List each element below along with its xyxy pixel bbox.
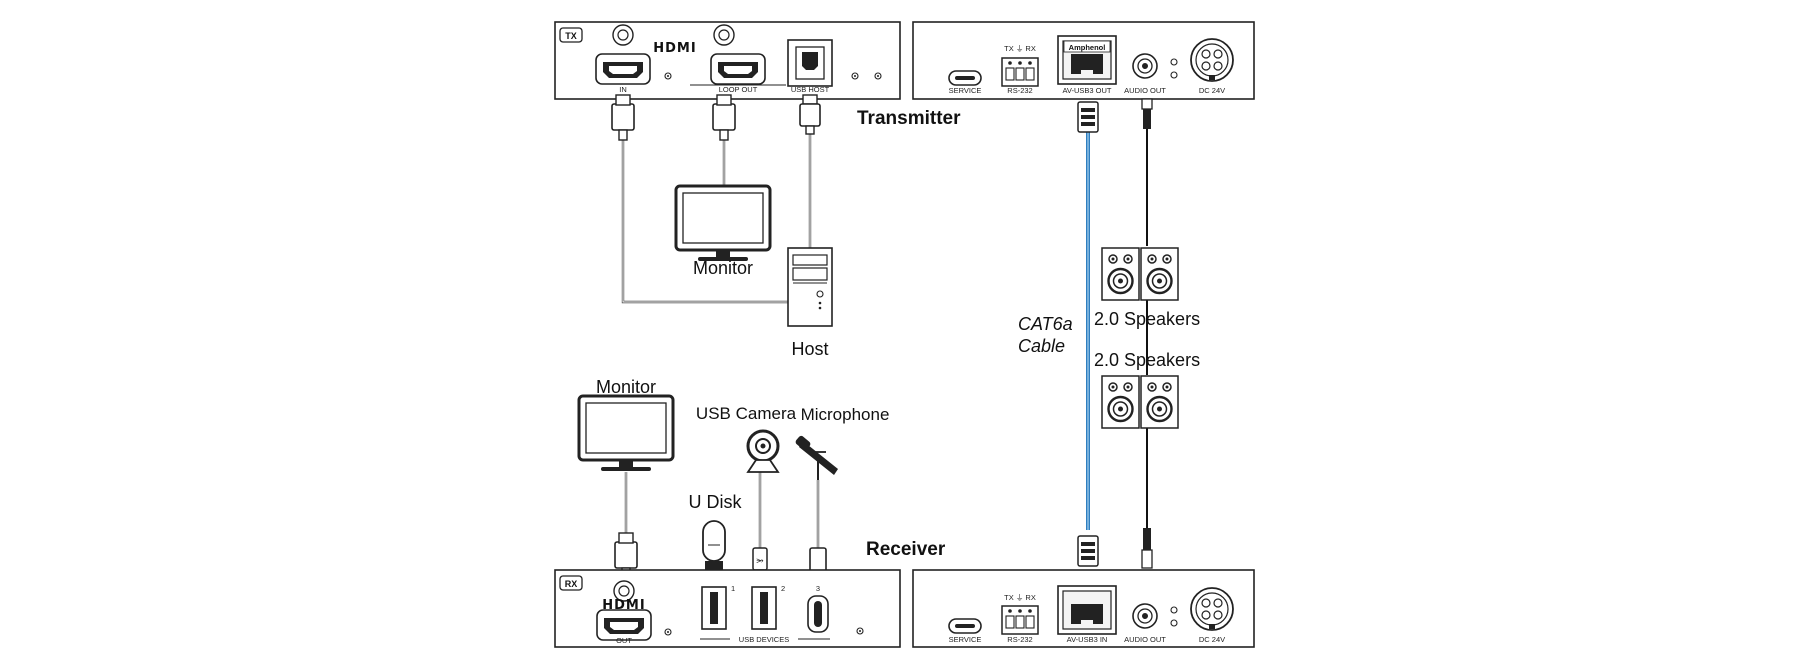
tx-badge: TX [565, 31, 577, 41]
rx-usb-port-3-number: 3 [816, 584, 820, 593]
rx-led [1170, 606, 1178, 614]
tx-screw-knob-right [713, 24, 735, 46]
tx-usb-plug [799, 94, 821, 135]
rx-service-port[interactable] [948, 618, 982, 634]
cable-label: Cable [1018, 336, 1065, 356]
speakers-bottom-label: 2.0 Speakers [1094, 350, 1200, 370]
rx-screw [856, 627, 864, 635]
rx-av-usb3-in-port[interactable] [1057, 585, 1117, 635]
tx-screw-knob-left [612, 24, 634, 46]
rx-monitor-label: Monitor [596, 377, 656, 397]
tx-service-port[interactable] [948, 70, 982, 86]
tx-av-usb3-out-label: AV-USB3 OUT [1062, 86, 1111, 95]
tx-dc-label: DC 24V [1199, 86, 1225, 95]
rx-cat6a-plug [1077, 535, 1099, 567]
tx-audio-out-label: AUDIO OUT [1124, 86, 1166, 95]
tx-usb-host-port[interactable] [787, 39, 833, 87]
transmitter-title: Transmitter [857, 108, 961, 129]
rx-rear-panel: SERVICE TX ⏚ RX RS-232 AV-USB3 IN AUDIO … [912, 528, 1255, 648]
usb-camera-icon [746, 429, 780, 473]
tx-hdmi-loop-plug [712, 94, 736, 141]
usb-symbol-icon: ⭃ [756, 555, 763, 565]
rx-usbc-port-3[interactable] [807, 595, 829, 633]
tx-screw [664, 72, 672, 80]
tx-rear-panel: SERVICE TX ⏚ RX RS-232 Amphenol AV-USB3 … [912, 21, 1255, 133]
receiver-title: Receiver [866, 539, 946, 560]
host-label: Host [791, 339, 828, 359]
rx-service-label: SERVICE [949, 635, 982, 644]
microphone-icon [795, 435, 838, 480]
tx-dc-port[interactable] [1190, 38, 1234, 82]
rx-usb-devices-label: USB DEVICES [739, 635, 789, 644]
tx-in-label: IN [619, 85, 627, 94]
rx-dc-port[interactable] [1190, 587, 1234, 631]
host-tower-icon [787, 247, 833, 327]
tx-hdmi-in-plug [611, 94, 635, 141]
tx-monitor-label: Monitor [693, 258, 753, 278]
speakers-top-icon [1100, 246, 1180, 302]
tx-hdmi-logo: HDMI [653, 41, 696, 56]
rx-monitor-icon [577, 394, 675, 473]
tx-loop-out-label: LOOP OUT [719, 85, 758, 94]
tx-screw [851, 72, 859, 80]
rx-led [1170, 619, 1178, 627]
tx-led [1170, 58, 1178, 66]
tx-led [1170, 71, 1178, 79]
tx-front-panel: TX HDMI IN LOOP OUT USB HOST [554, 21, 901, 141]
rx-out-label: OUT [616, 636, 632, 645]
cat6a-label: CAT6a [1018, 314, 1073, 334]
tx-hdmi-in-port[interactable] [595, 53, 651, 85]
rx-dc-label: DC 24V [1199, 635, 1225, 644]
speakers-top-label: 2.0 Speakers [1094, 309, 1200, 329]
tx-rs232-port[interactable] [1001, 57, 1039, 87]
rx-usb-port-1-number: 1 [731, 584, 735, 593]
rx-audio-out-label: AUDIO OUT [1124, 635, 1166, 644]
tx-txrx-label: TX ⏚ RX [1004, 44, 1036, 53]
rx-txrx-label: TX ⏚ RX [1004, 593, 1036, 602]
tx-usb-host-label: USB HOST [791, 85, 830, 94]
rx-usb-port-2-number: 2 [781, 584, 785, 593]
rx-audio-out-port[interactable] [1132, 603, 1158, 629]
tx-amphenol-brand: Amphenol [1069, 43, 1106, 52]
tx-hdmi-loop-out-port[interactable] [710, 53, 766, 85]
rx-cables [624, 472, 820, 548]
rx-front-panel: RX HDMI OUT 1 2 3 USB DEVICES [554, 569, 901, 648]
rx-rs232-port[interactable] [1001, 605, 1039, 635]
tx-audio-out-port[interactable] [1132, 53, 1158, 79]
tx-service-label: SERVICE [949, 86, 982, 95]
rx-usb-port-2[interactable] [751, 586, 777, 630]
tx-audio-plug [1141, 98, 1153, 129]
rx-badge: RX [565, 579, 578, 589]
tx-screw [874, 72, 882, 80]
usb-camera-label: USB Camera [696, 404, 797, 423]
rx-av-usb3-in-label: AV-USB3 IN [1067, 635, 1108, 644]
tx-monitor-icon [674, 184, 772, 263]
rx-audio-plug [1141, 528, 1153, 569]
u-disk-icon [702, 520, 726, 577]
speakers-bottom-icon [1100, 374, 1180, 430]
microphone-label: Microphone [801, 405, 890, 424]
u-disk-label: U Disk [689, 492, 743, 512]
rx-rs232-label: RS-232 [1007, 635, 1032, 644]
tx-rs232-label: RS-232 [1007, 86, 1032, 95]
tx-cat6a-plug [1077, 101, 1099, 133]
rx-screw [664, 628, 672, 636]
rx-usb-port-1[interactable] [701, 586, 727, 630]
